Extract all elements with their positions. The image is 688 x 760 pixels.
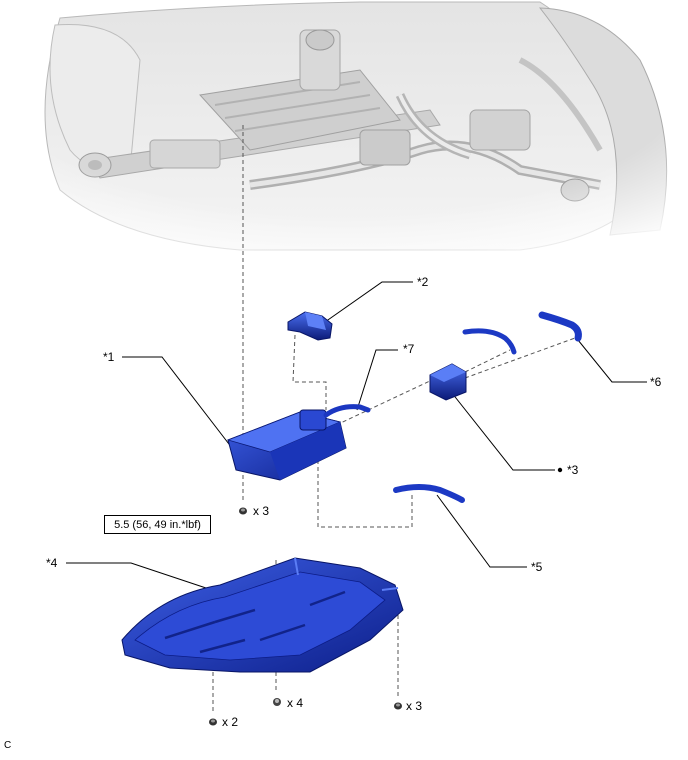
nut-icon <box>394 702 402 710</box>
quantity-bracket-bolt: x 3 <box>253 504 270 518</box>
torque-spec-box: 5.5 (56, 49 in.*lbf) <box>104 515 211 534</box>
callout-4: *4 <box>46 556 58 570</box>
bullet-dot-icon <box>557 467 563 473</box>
fasteners <box>209 467 563 726</box>
callout-6: *6 <box>650 375 662 389</box>
corner-code: C <box>4 740 12 751</box>
quantity-guard-right: x 3 <box>406 699 423 713</box>
bracket-part <box>287 311 333 341</box>
valve-part <box>429 363 467 401</box>
canister-part <box>226 404 371 481</box>
hose-parts <box>393 311 582 503</box>
bolt-icon <box>239 507 247 515</box>
vehicle-underbody <box>0 0 688 255</box>
quantity-guard-left: x 2 <box>222 715 239 729</box>
leader-lines <box>66 281 647 591</box>
callout-2: *2 <box>417 275 429 289</box>
under-cover-part <box>121 557 404 673</box>
callout-5: *5 <box>531 560 543 574</box>
callout-3: *3 <box>567 463 579 477</box>
clip-icon <box>273 698 281 706</box>
callout-7: *7 <box>403 342 415 356</box>
callout-1: *1 <box>103 350 115 364</box>
quantity-guard-clip: x 4 <box>287 696 304 710</box>
nut-icon <box>209 718 217 726</box>
